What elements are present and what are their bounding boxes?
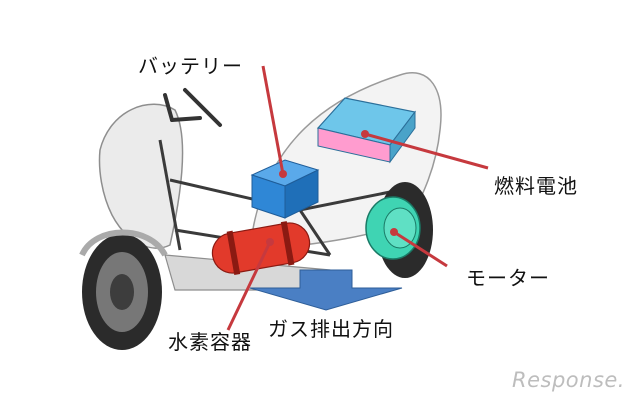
label-fuel-cell: 燃料電池 [494, 174, 578, 198]
leader-dots [266, 130, 398, 246]
front-fender [79, 229, 168, 257]
leader-line-motor [393, 230, 448, 268]
label-exhaust-direction: ガス排出方向 [268, 317, 394, 341]
leader-line-tank [226, 241, 272, 331]
handlebar [163, 88, 222, 127]
leader-line-battery [261, 65, 285, 175]
fuel-cell-unit [316, 97, 417, 164]
exhaust-arrow [249, 269, 403, 311]
label-motor: モーター [466, 266, 550, 290]
leader-lines [226, 65, 489, 331]
front-wheel [82, 234, 162, 350]
motor-unit [365, 196, 421, 260]
front-body-shell [98, 103, 184, 249]
hydrogen-tank [211, 221, 311, 276]
label-hydrogen-tank: 水素容器 [168, 330, 252, 354]
leader-line-fuel-cell [364, 132, 489, 170]
label-battery: バッテリー [138, 54, 243, 78]
response-logo-watermark: Response. [512, 368, 625, 392]
